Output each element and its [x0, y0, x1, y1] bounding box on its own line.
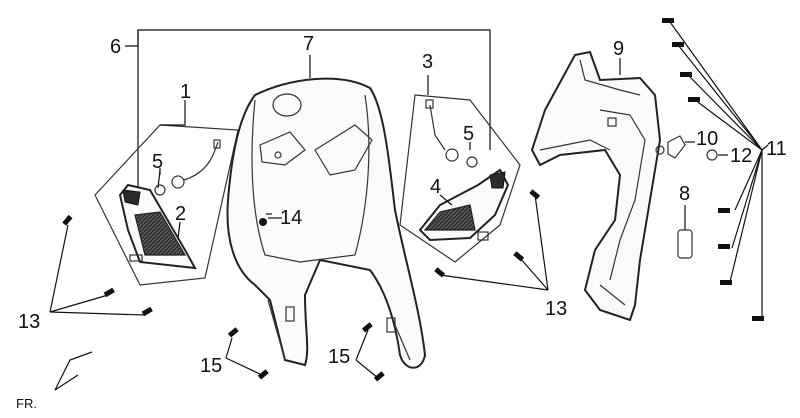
right-turn-signal-assembly	[399, 75, 521, 263]
callout-2: 2	[175, 203, 186, 225]
callout-11: 11	[766, 138, 787, 160]
nut-12	[706, 149, 728, 161]
leader-lines	[159, 55, 621, 239]
callout-6: 6	[110, 36, 121, 58]
screws-13-right	[434, 189, 549, 291]
callout-9: 9	[613, 38, 624, 60]
callout-5-right: 5	[463, 123, 474, 145]
callout-7: 7	[303, 33, 314, 55]
clip-10	[667, 135, 695, 159]
grommet-8	[677, 205, 693, 259]
callout-3: 3	[422, 51, 433, 73]
callout-4: 4	[430, 176, 441, 198]
screws-15-left	[225, 327, 269, 380]
callout-14: 14	[280, 207, 302, 229]
left-turn-signal-assembly	[94, 100, 239, 286]
callout-5-left: 5	[152, 151, 163, 173]
callout-12: 12	[730, 145, 752, 167]
screws-15-right	[355, 322, 385, 382]
callout-8: 8	[679, 183, 690, 205]
callout-labels: 1 2 3 4 5 5 6 7 8 9 10 11 12 13 13 14 15…	[16, 33, 787, 411]
inner-panel	[530, 50, 665, 322]
screw-14	[259, 217, 282, 226]
callout-13-left: 13	[18, 311, 40, 333]
screws-13-left	[49, 214, 153, 317]
direction-label: FR.	[16, 396, 37, 411]
screws-11	[662, 18, 769, 321]
callout-1: 1	[180, 81, 191, 103]
callout-10: 10	[696, 128, 718, 150]
front-cover	[226, 77, 427, 369]
callout-13-right: 13	[545, 298, 567, 320]
callout-15-right: 15	[328, 346, 350, 368]
callout-15-left: 15	[200, 355, 222, 377]
front-direction-arrow-icon	[54, 351, 93, 391]
bracket-6	[125, 29, 491, 200]
